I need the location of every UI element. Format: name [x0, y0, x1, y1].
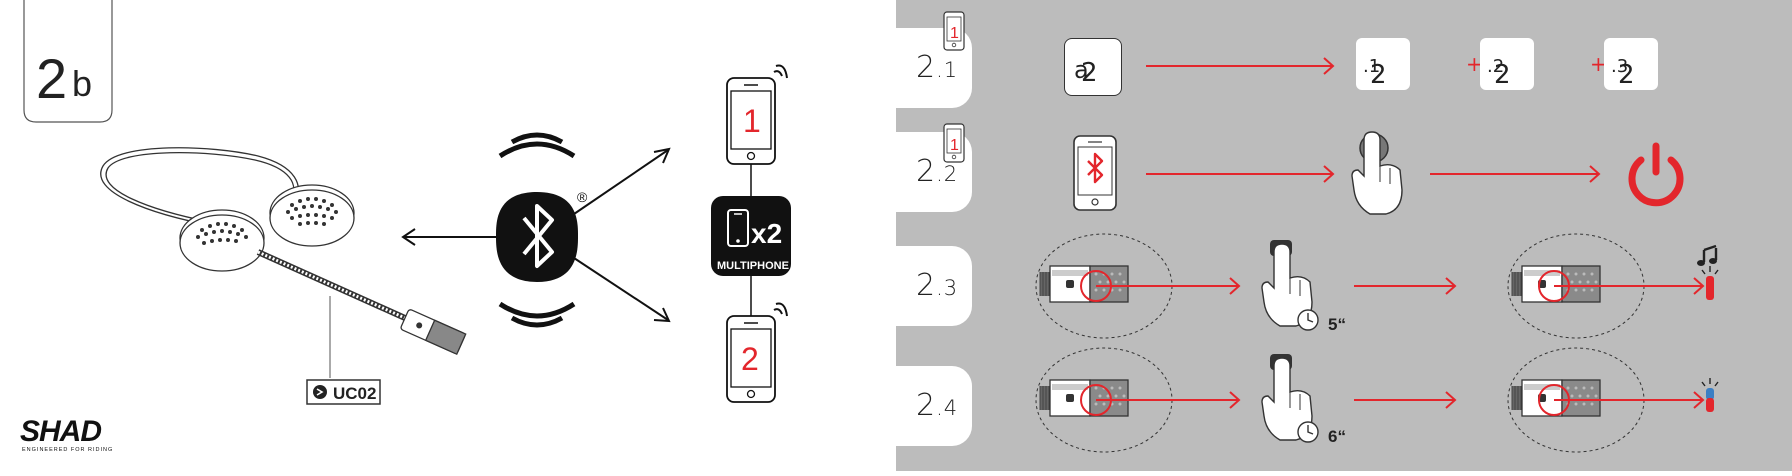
left-illustration: 2 b [0, 0, 896, 471]
multiphone-count: x2 [751, 218, 782, 249]
tab-2-1-phone-number: 1 [950, 25, 959, 42]
boom-mic-icon [258, 252, 466, 354]
row-4-arrow-2 [1354, 392, 1455, 408]
tab-2-2-phone-number: 1 [950, 137, 959, 154]
bluetooth-phone-icon [1074, 136, 1116, 210]
led-red-icon [1702, 266, 1718, 300]
phone-2-icon: 2 [727, 304, 787, 403]
phone-1-number: 1 [743, 103, 761, 139]
music-note-icon [1697, 246, 1717, 266]
press-hold-hand-icon-5s: 5“ [1262, 240, 1346, 334]
arrow-to-headset [403, 229, 500, 245]
tab-2-2-phone-badge: 1 [944, 124, 964, 162]
multiphone-badge: x2 MULTIPHONE [711, 196, 791, 276]
row-1-arrow [1146, 58, 1333, 74]
arrows-to-phones [574, 149, 669, 321]
corner-label-sub: b [72, 63, 92, 104]
row-4-duration: 6“ [1328, 427, 1346, 446]
headset-illustration [101, 148, 466, 378]
brand-name: SHAD [20, 415, 101, 448]
press-hold-hand-icon-6s: 6“ [1262, 354, 1346, 446]
led-blue-red-icon [1702, 378, 1718, 412]
registered-mark: ® [577, 189, 588, 205]
speaker-right-icon [270, 185, 354, 246]
cable-label-text: UC02 [333, 384, 376, 403]
row-3-arrow-2 [1354, 278, 1455, 294]
tab-2-1-phone-badge: 1 [944, 12, 964, 50]
speaker-left-icon [180, 210, 264, 271]
shad-logo: SHAD ENGINEERED FOR RIDING [20, 415, 113, 453]
phone-2-number: 2 [741, 341, 759, 377]
left-panel: 2 b [0, 0, 896, 471]
corner-label-main: 2 [36, 47, 67, 110]
row-3-duration: 5“ [1328, 315, 1346, 334]
right-illustration: 1 1 [896, 0, 1792, 471]
power-icon [1632, 146, 1680, 203]
row-2-arrow-1 [1146, 166, 1333, 182]
bluetooth-icon: ® [496, 135, 588, 325]
cable-label: UC02 [307, 380, 380, 404]
press-button-hand-icon [1352, 132, 1402, 214]
row-2-arrow-2 [1430, 166, 1599, 182]
brand-tagline: ENGINEERED FOR RIDING [22, 447, 113, 453]
corner-label-box: 2 b [24, 0, 112, 122]
multiphone-label: MULTIPHONE [717, 260, 789, 272]
phone-1-icon: 1 [727, 66, 787, 165]
